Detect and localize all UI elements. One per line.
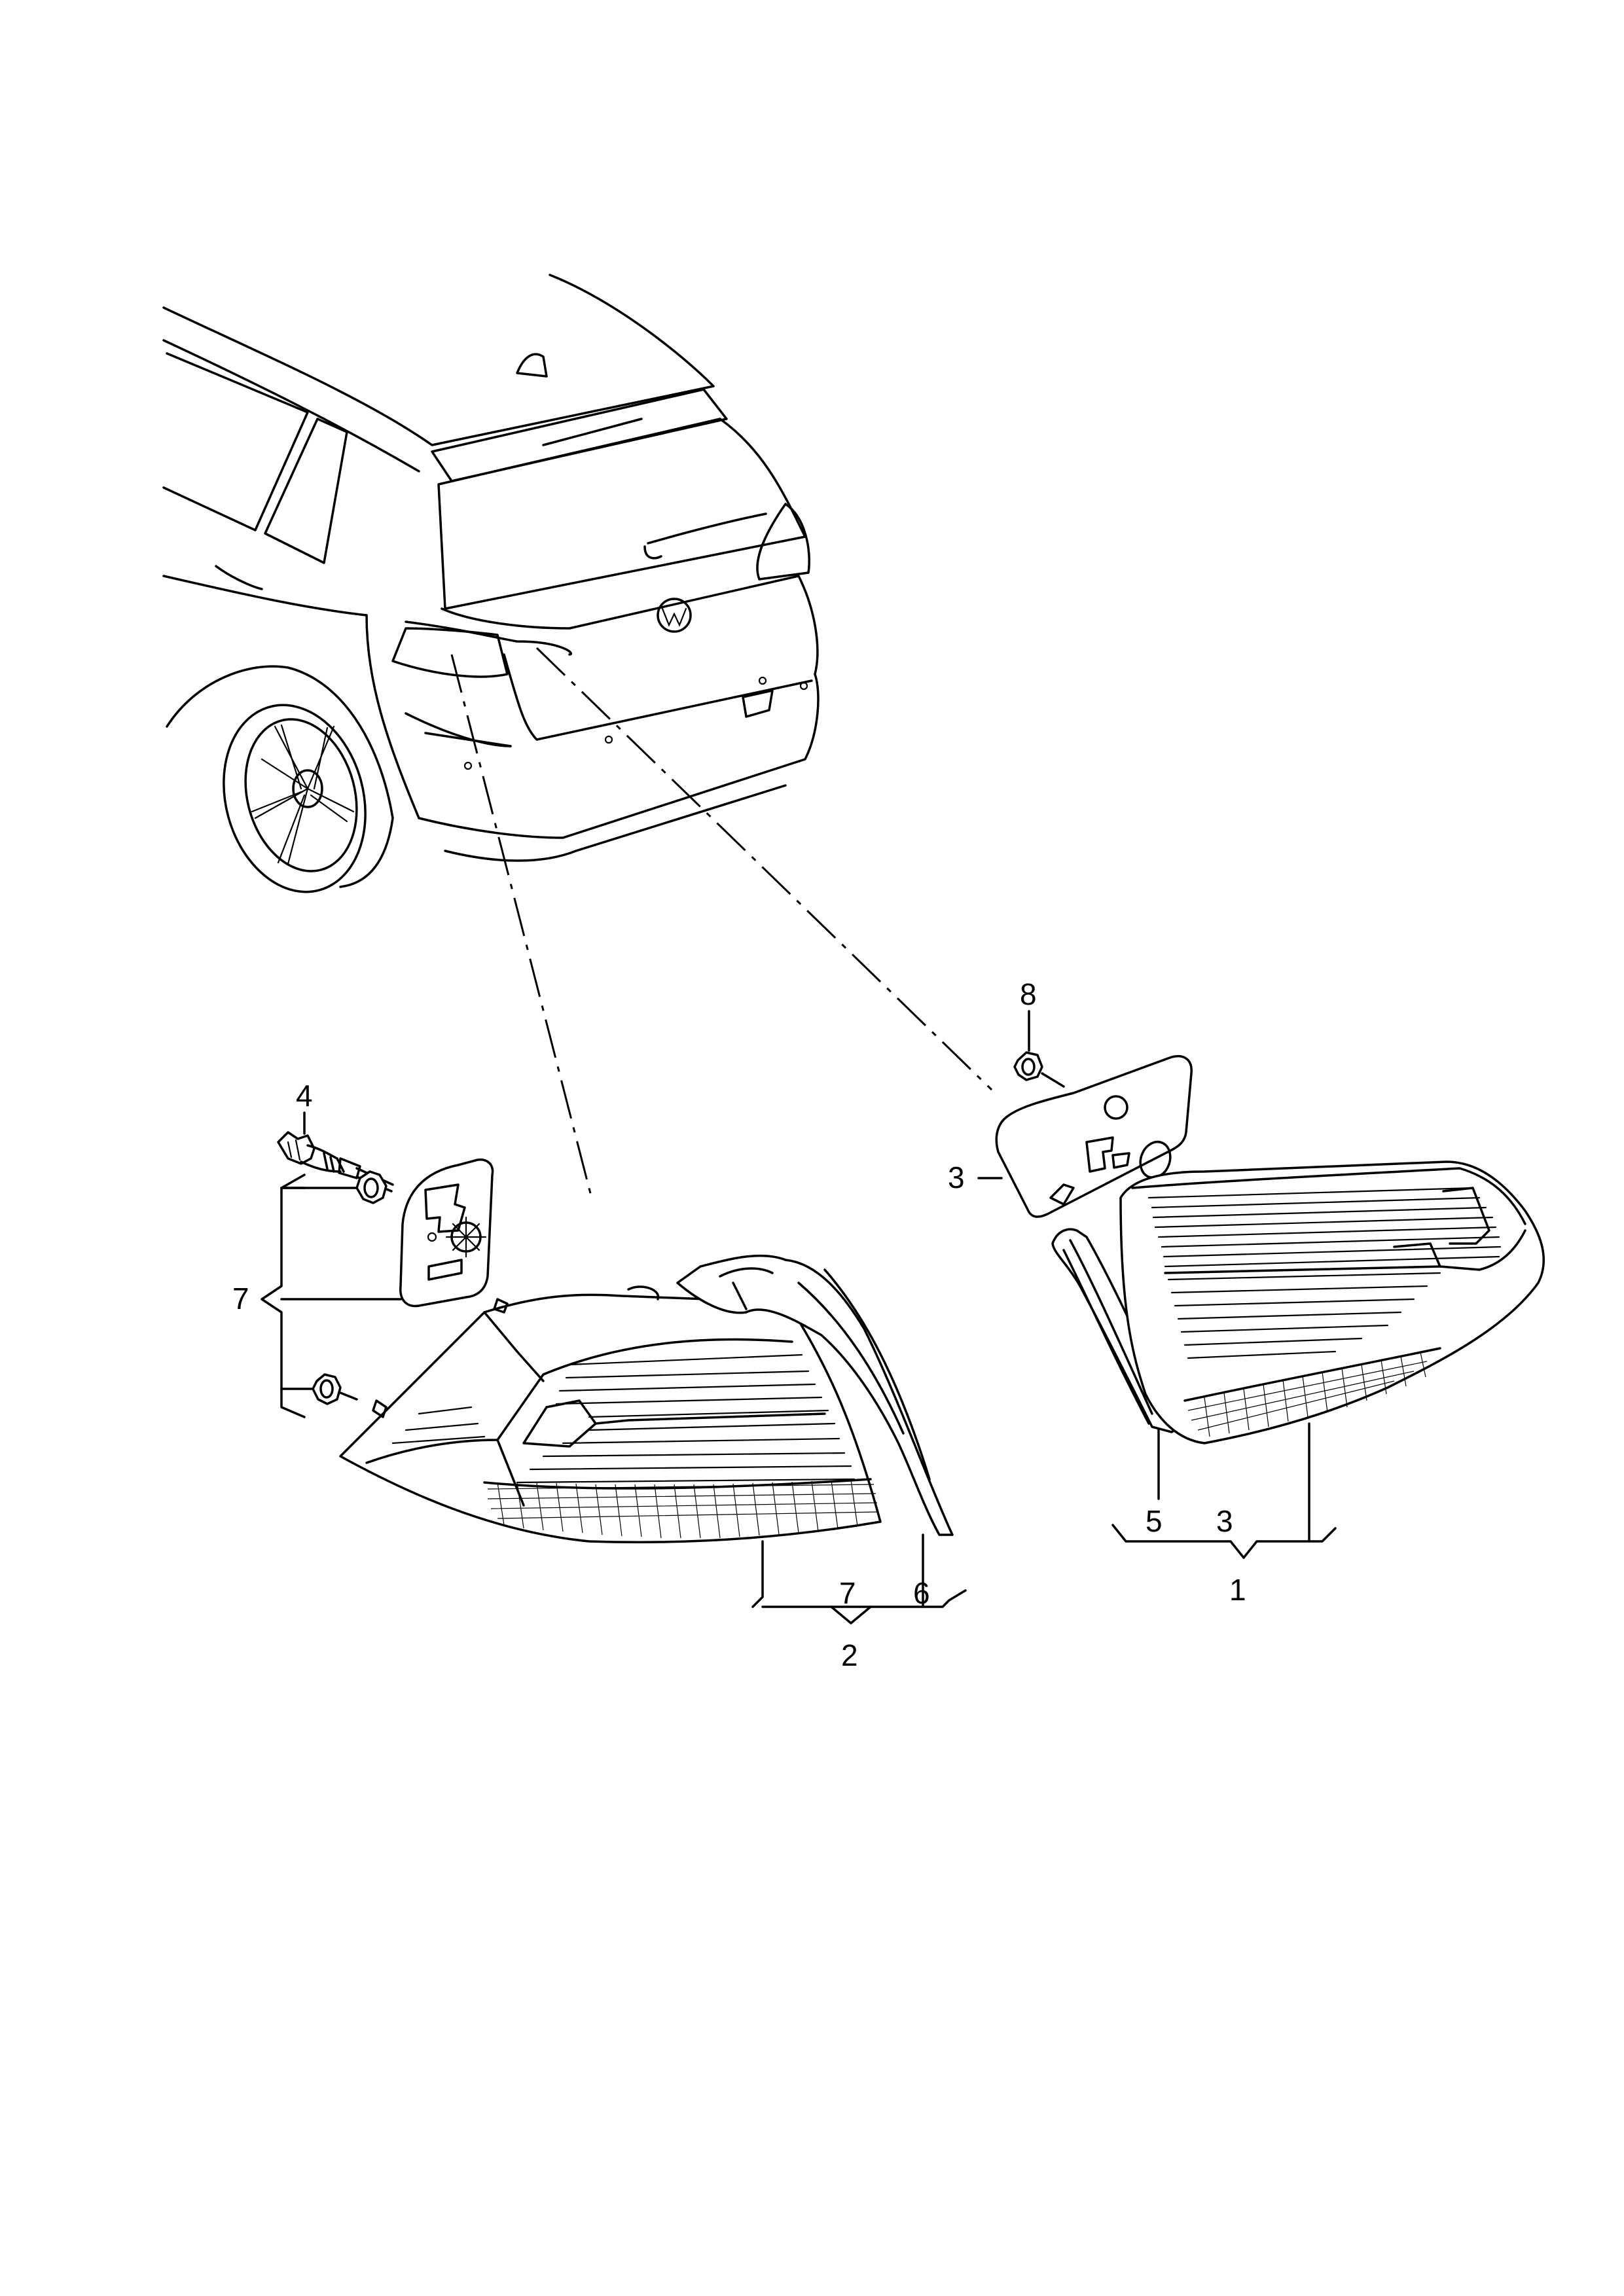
nut-upper xyxy=(355,1170,388,1204)
outer-tail-lamp xyxy=(339,1284,882,1543)
callout-leaders xyxy=(261,1010,1337,1624)
lamp-seal xyxy=(676,1254,954,1536)
callout-5: 5 xyxy=(1146,1504,1163,1538)
bulb-holder-plate xyxy=(399,1158,494,1308)
nut-lower xyxy=(312,1373,358,1405)
inner-tail-lamp xyxy=(1119,1160,1545,1444)
inner-lamp-carrier xyxy=(995,1051,1193,1218)
leader-lines xyxy=(450,647,993,1202)
callout-3-right: 3 xyxy=(1216,1504,1233,1538)
callout-7-left: 7 xyxy=(232,1282,249,1316)
inner-lamp-hatch xyxy=(1187,1352,1428,1437)
callout-6: 6 xyxy=(913,1576,930,1610)
car-rear-view xyxy=(162,274,820,893)
callout-8: 8 xyxy=(1020,977,1037,1011)
callout-1: 1 xyxy=(1229,1573,1246,1607)
outer-lamp-hatch xyxy=(487,1479,879,1539)
callout-4: 4 xyxy=(296,1079,313,1113)
callout-7-bottom: 7 xyxy=(839,1576,856,1610)
callout-numbers: 4 8 3 7 7 6 2 5 3 1 xyxy=(232,977,1246,1672)
callout-2: 2 xyxy=(841,1638,858,1672)
callout-3-left: 3 xyxy=(948,1160,965,1194)
